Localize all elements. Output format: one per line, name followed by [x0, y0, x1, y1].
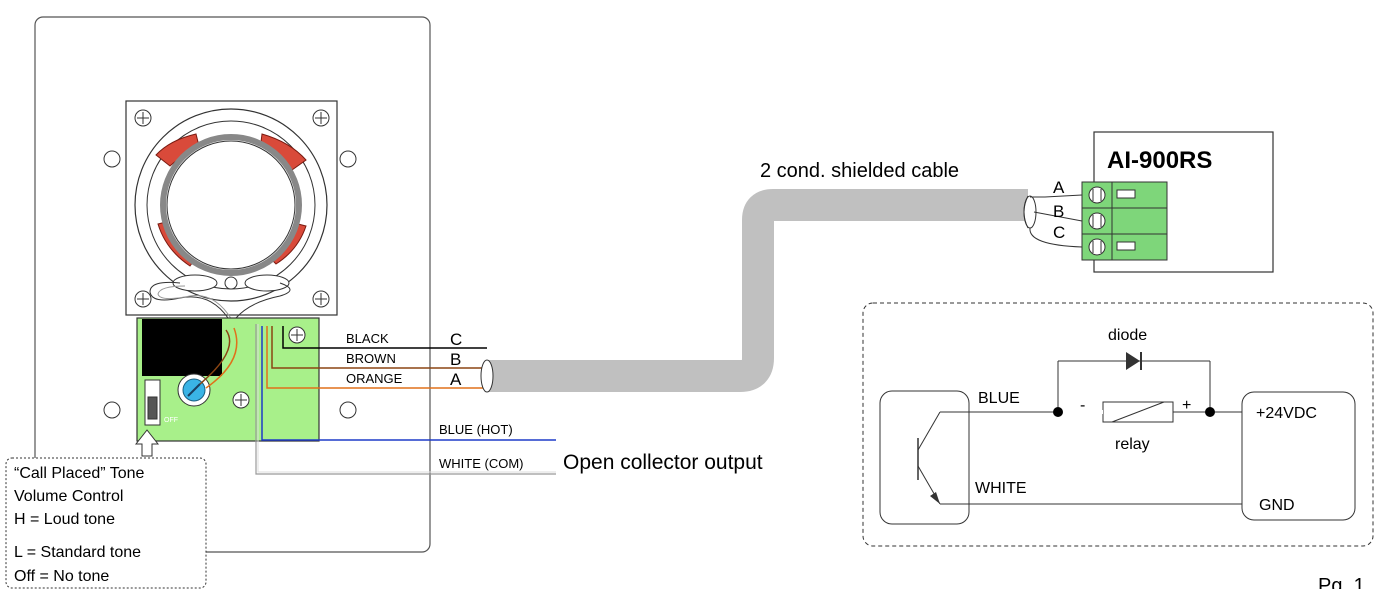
- arrow-up-icon: [134, 429, 160, 457]
- device-terminal-b: B: [1053, 202, 1064, 221]
- wire-orange: [266, 326, 487, 389]
- volume-note-line-3: H = Loud tone: [14, 511, 115, 528]
- supply-label: +24VDC: [1256, 405, 1317, 422]
- wire-black-label: BLACK: [346, 331, 389, 346]
- terminal-a-label: A: [450, 370, 462, 389]
- wire-blue: [261, 326, 556, 441]
- shielded-cable: [487, 189, 1028, 392]
- volume-note-line-2: Volume Control: [14, 488, 123, 505]
- blue-hot-label: BLUE (HOT): [439, 422, 513, 437]
- screw-icon: [134, 290, 152, 308]
- page-number: Pg. 1: [1318, 575, 1365, 589]
- wire-brown: [271, 326, 487, 369]
- terminal-screw-icon: [1088, 186, 1106, 204]
- screw-icon: [312, 109, 330, 127]
- mount-hole-top-right: [339, 150, 357, 168]
- screw-icon: [312, 290, 330, 308]
- wire-black: [282, 326, 487, 349]
- cable-end-left: [480, 359, 494, 393]
- terminal-b-label: B: [450, 350, 461, 369]
- schematic-frame: [862, 302, 1374, 547]
- terminal-screw-icon: [1088, 212, 1106, 230]
- speaker: [125, 100, 338, 321]
- volume-note-line-4: L = Standard tone: [14, 544, 141, 561]
- schematic-blue-label: BLUE: [978, 390, 1020, 407]
- relay-icon: [1102, 401, 1174, 423]
- diode-label: diode: [1108, 327, 1147, 344]
- minus-label: -: [1080, 397, 1085, 414]
- screw-icon: [232, 391, 250, 409]
- wire-brown-label: BROWN: [346, 351, 396, 366]
- mount-hole-bottom-right: [339, 401, 357, 419]
- terminal-c-label: C: [450, 330, 462, 349]
- power-box: [1241, 391, 1356, 521]
- mount-hole-top-left: [103, 150, 121, 168]
- ground-label: GND: [1259, 497, 1295, 514]
- switch-off-label: OFF: [164, 417, 178, 424]
- terminal-screw-icon: [1088, 238, 1106, 256]
- junction-dot: [1205, 407, 1215, 417]
- cable-label: 2 cond. shielded cable: [760, 160, 959, 182]
- relay-label: relay: [1115, 436, 1150, 453]
- volume-note-line-1: “Call Placed” Tone: [14, 465, 145, 482]
- volume-note-box: [5, 457, 207, 589]
- open-collector-label: Open collector output: [563, 451, 763, 474]
- mount-hole-bottom-left: [103, 401, 121, 419]
- volume-note-line-5: Off = No tone: [14, 568, 109, 585]
- transistor-box: [879, 390, 970, 525]
- white-com-label: WHITE (COM): [439, 456, 523, 471]
- diode-icon: [1126, 352, 1142, 370]
- wire-orange-label: ORANGE: [346, 371, 403, 386]
- screw-icon: [288, 326, 306, 344]
- wire-white-inner: [257, 324, 556, 473]
- screw-icon: [134, 109, 152, 127]
- volume-switch[interactable]: OFF: [144, 379, 178, 426]
- junction-dot: [1053, 407, 1063, 417]
- potentiometer[interactable]: [177, 373, 211, 407]
- black-component: [142, 319, 222, 376]
- device-name: AI-900RS: [1107, 147, 1212, 174]
- schematic-white-label: WHITE: [975, 480, 1027, 497]
- device-terminal-c: C: [1053, 223, 1065, 242]
- wire-white: [255, 324, 556, 475]
- plus-label: +: [1182, 397, 1191, 414]
- device-terminal-a: A: [1053, 178, 1065, 197]
